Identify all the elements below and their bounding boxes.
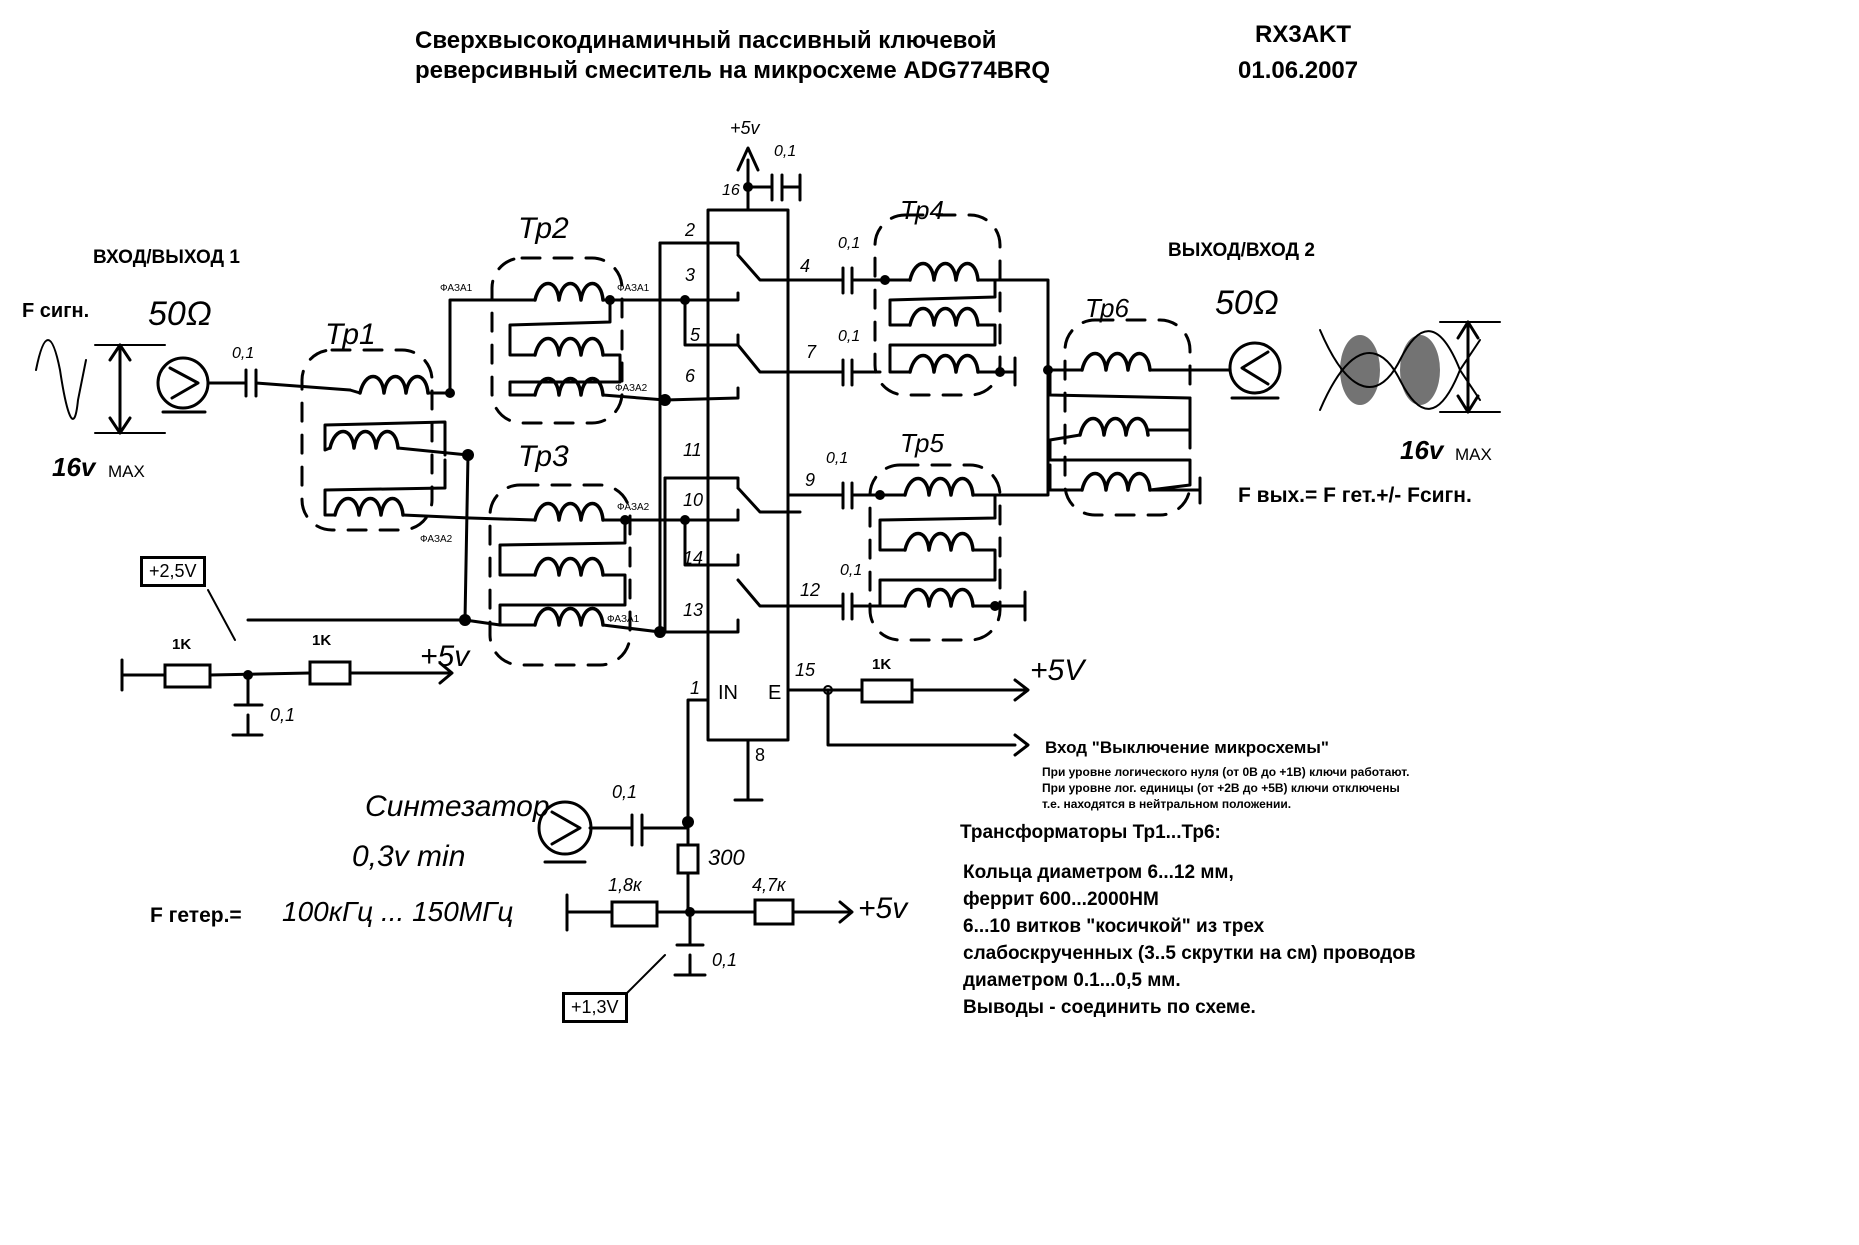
- cap-pin4-label: 0,1: [838, 235, 861, 252]
- pin-11: 11: [683, 440, 702, 460]
- chip-en-label: E: [768, 682, 782, 704]
- pin-10: 10: [683, 490, 704, 510]
- pin-16: 16: [722, 182, 740, 199]
- pin-9: 9: [805, 470, 816, 490]
- cap-pin12-label: 0,1: [840, 562, 863, 579]
- phase-label-tr2-bottom: ФАЗА2: [615, 383, 648, 394]
- pin-2: 2: [685, 220, 696, 240]
- synth-freq-range: 100кГц ... 150МГц: [282, 896, 514, 927]
- port2-am-waveform: [1319, 329, 1481, 411]
- phase-label-tr3-top: ФАЗА2: [617, 502, 650, 513]
- port1-sine-wave: [35, 339, 87, 420]
- synth-bias-box: +1,3V: [562, 992, 628, 1023]
- synth-r-series: 300: [708, 845, 745, 870]
- port1-impedance: 50Ω: [148, 295, 212, 333]
- pin-7: 7: [806, 342, 817, 362]
- bias-2v5-r2: 1K: [312, 632, 332, 649]
- tr4-transformer: [873, 213, 1050, 397]
- port1-amplitude: 16v: [52, 452, 96, 482]
- title-line2: реверсивный смеситель на микросхеме ADG7…: [415, 57, 1051, 84]
- spec-line2: феррит 600...2000НМ: [963, 889, 1159, 910]
- pin-13: 13: [683, 600, 704, 620]
- phase-label-tr3-bottom: ФАЗА1: [607, 614, 640, 625]
- pin-4: 4: [800, 256, 811, 276]
- port1-label: ВХОД/ВЫХОД 1: [93, 247, 240, 268]
- synth-network: [537, 800, 854, 996]
- phase-label-tr1-bottom: ФАЗА2: [420, 534, 453, 545]
- pin-8: 8: [755, 745, 766, 765]
- port1-signal-label: F сигн.: [22, 300, 90, 322]
- pin-1: 1: [690, 678, 701, 698]
- synth-freq-prefix: F гетер.=: [150, 904, 242, 927]
- cap-pin9-label: 0,1: [826, 450, 849, 467]
- cap-port1-label: 0,1: [232, 345, 255, 362]
- phase-label-tr2-top: ФАЗА1: [617, 283, 650, 294]
- tr5-label: Тр5: [900, 428, 944, 458]
- output-frequency-formula: F вых.= F гет.+/- Fсигн.: [1238, 484, 1472, 507]
- bias-2v5-box: +2,5V: [140, 556, 206, 587]
- cap-pin7-label: 0,1: [838, 328, 861, 345]
- synth-cap: 0,1: [612, 782, 638, 802]
- enable-supply: +5V: [1030, 654, 1085, 687]
- enable-note-line1: При уровне логического нуля (от 0В до +1…: [1042, 765, 1410, 779]
- port1-connector-icon: [156, 356, 247, 414]
- adg774-chip: [654, 146, 1030, 822]
- schematic-drawing: [35, 146, 1501, 996]
- spec-line5: диаметром 0.1...0,5 мм.: [963, 970, 1181, 991]
- schematic-canvas: Сверхвысокодинамичный пассивный ключевой…: [22, 21, 1501, 1023]
- spec-title: Трансформаторы Тр1...Тр6:: [960, 822, 1221, 843]
- spec-line6: Выводы - соединить по схеме.: [963, 997, 1256, 1018]
- pin-15: 15: [795, 660, 816, 680]
- tr1-transformer: [300, 348, 474, 532]
- synth-cap-bias: 0,1: [712, 950, 738, 970]
- tr6-label: Тр6: [1085, 293, 1129, 323]
- spec-line4: слабоскрученных (3..5 скрутки на см) про…: [963, 943, 1416, 964]
- port2-label: ВЫХОД/ВХОД 2: [1168, 240, 1315, 261]
- synth-label: Синтезатор: [365, 790, 550, 823]
- pin-12: 12: [800, 580, 821, 600]
- pin-6: 6: [685, 366, 696, 386]
- chip-supply: +5v: [730, 118, 760, 138]
- enable-note-line3: т.е. находятся в нейтральном положении.: [1042, 797, 1292, 811]
- title-line1: Сверхвысокодинамичный пассивный ключевой: [415, 27, 997, 54]
- cap-port1: [244, 368, 352, 398]
- port2-impedance: 50Ω: [1215, 284, 1279, 322]
- tr6-transformer: [1043, 318, 1232, 517]
- pin-3: 3: [685, 265, 696, 285]
- port2-amplitude-suffix: MAX: [1455, 445, 1492, 464]
- chip-in-label: IN: [718, 682, 738, 704]
- port1-amplitude-suffix: MAX: [108, 462, 145, 481]
- tr3-transformer: [468, 483, 687, 667]
- tr3-label: Тр3: [518, 440, 569, 473]
- tr2-label: Тр2: [518, 212, 569, 245]
- pin-14: 14: [683, 548, 704, 568]
- port2-connector-icon: [1228, 341, 1282, 400]
- bias-2v5-supply: +5v: [420, 640, 470, 673]
- bias-2v5-network: [120, 589, 467, 737]
- port2-amplitude: 16v: [1400, 435, 1444, 465]
- synth-r1: 1,8к: [608, 875, 642, 895]
- synth-supply: +5v: [858, 892, 908, 925]
- enable-resistor: 1K: [872, 656, 892, 673]
- tr5-transformer: [868, 370, 1050, 642]
- bias-2v5-cap: 0,1: [270, 705, 296, 725]
- spec-line1: Кольца диаметром 6...12 мм,: [963, 862, 1234, 883]
- tr4-label: Тр4: [900, 195, 944, 225]
- callsign: RX3AKT: [1255, 21, 1352, 48]
- enable-note-line2: При уровне лог. единицы (от +2В до +5В) …: [1042, 781, 1400, 795]
- enable-input-title: Вход "Выключение микросхемы": [1045, 738, 1329, 757]
- port2-amplitude-arrow: [1439, 320, 1501, 414]
- synth-level: 0,3v min: [352, 840, 466, 873]
- date: 01.06.2007: [1238, 57, 1359, 84]
- pin-5: 5: [690, 325, 701, 345]
- synth-r2: 4,7к: [752, 875, 786, 895]
- cap-pin16-label: 0,1: [774, 143, 797, 160]
- port1-amplitude-arrow: [94, 343, 166, 435]
- tr1-label: Тр1: [325, 318, 376, 351]
- tr2-transformer: [448, 256, 687, 425]
- spec-line3: 6...10 витков "косичкой" из трех: [963, 916, 1265, 937]
- phase-label-tr1-top: ФАЗА1: [440, 283, 473, 294]
- bias-2v5-r1: 1K: [172, 636, 192, 653]
